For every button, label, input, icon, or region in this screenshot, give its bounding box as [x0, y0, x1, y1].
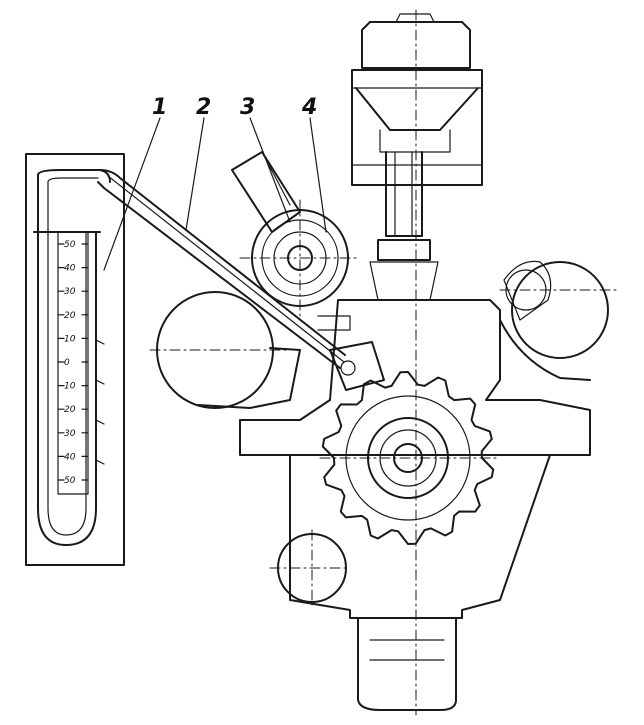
scale-label: 20 — [64, 311, 76, 321]
callout-2: 2 — [196, 95, 211, 120]
callouts: 1 2 3 4 — [103, 95, 327, 271]
scale-label: 50 — [64, 240, 76, 250]
manometer-frame — [25, 153, 125, 566]
callout-4: 4 — [301, 95, 317, 120]
scale-ticks — [57, 243, 89, 481]
engine-outline — [156, 13, 609, 711]
u-tube-outer — [37, 169, 111, 546]
fluid-column — [95, 339, 105, 465]
callout-1: 1 — [152, 95, 167, 120]
leader-2 — [185, 117, 205, 231]
scale-label: 0 — [64, 358, 70, 368]
scale-label: 50 — [64, 476, 76, 486]
scale-label: 40 — [64, 452, 76, 462]
scale-label: 40 — [64, 264, 76, 274]
distributor-assembly — [231, 151, 385, 391]
leader-4 — [309, 117, 327, 233]
center-lines — [149, 9, 621, 716]
scale-labels: 50 40 30 20 10 0 10 20 30 40 50 — [64, 240, 76, 486]
u-tube-inner — [47, 177, 99, 536]
callout-3: 3 — [240, 95, 255, 120]
scale-label: 20 — [64, 405, 76, 415]
scale-label: 30 — [64, 287, 76, 297]
scale-label: 10 — [64, 382, 76, 392]
scale-label: 30 — [64, 429, 76, 439]
connecting-tube — [97, 169, 346, 369]
manometer: 50 40 30 20 10 0 10 20 30 40 50 — [25, 153, 125, 566]
leader-3 — [249, 117, 291, 223]
leader-1 — [103, 117, 161, 271]
scale-label: 10 — [64, 334, 76, 344]
